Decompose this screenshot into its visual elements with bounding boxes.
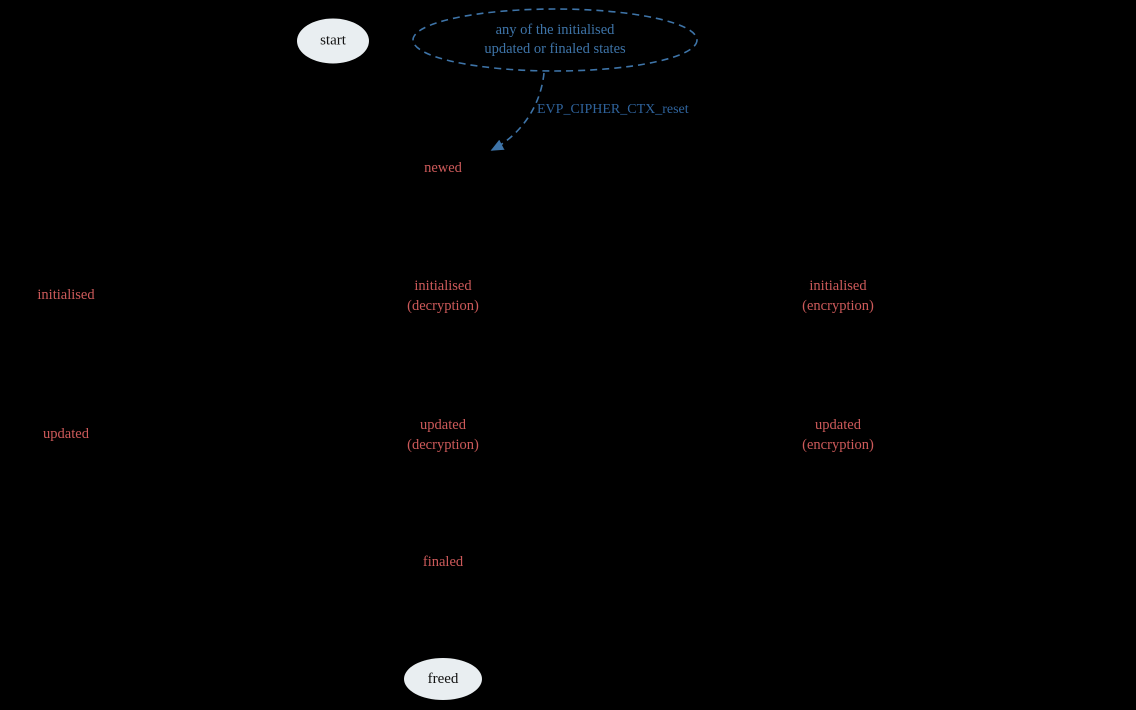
node-initialised: initialised xyxy=(37,287,95,303)
node-start: start xyxy=(297,18,369,64)
node-updated-decryption: updated (decryption) xyxy=(407,417,479,453)
node-updated: updated xyxy=(43,426,89,442)
node-updated-encryption: updated (encryption) xyxy=(802,417,874,453)
node-start-label: start xyxy=(320,32,346,49)
node-freed-label: freed xyxy=(427,670,459,687)
node-any-states: any of the initialised updated or finale… xyxy=(435,21,675,59)
node-initialised-encryption: initialised (encryption) xyxy=(802,278,874,314)
node-initialised-decryption: initialised (decryption) xyxy=(407,278,479,314)
reset-arrow xyxy=(490,72,545,151)
node-any-states-label: any of the initialised updated or finale… xyxy=(484,22,626,57)
edge-reset-label: EVP_CIPHER_CTX_reset xyxy=(537,102,689,117)
node-finaled: finaled xyxy=(422,554,464,570)
node-newed: newed xyxy=(424,160,462,176)
node-freed: freed xyxy=(404,658,482,700)
any-states-ellipse-outline xyxy=(412,8,698,72)
